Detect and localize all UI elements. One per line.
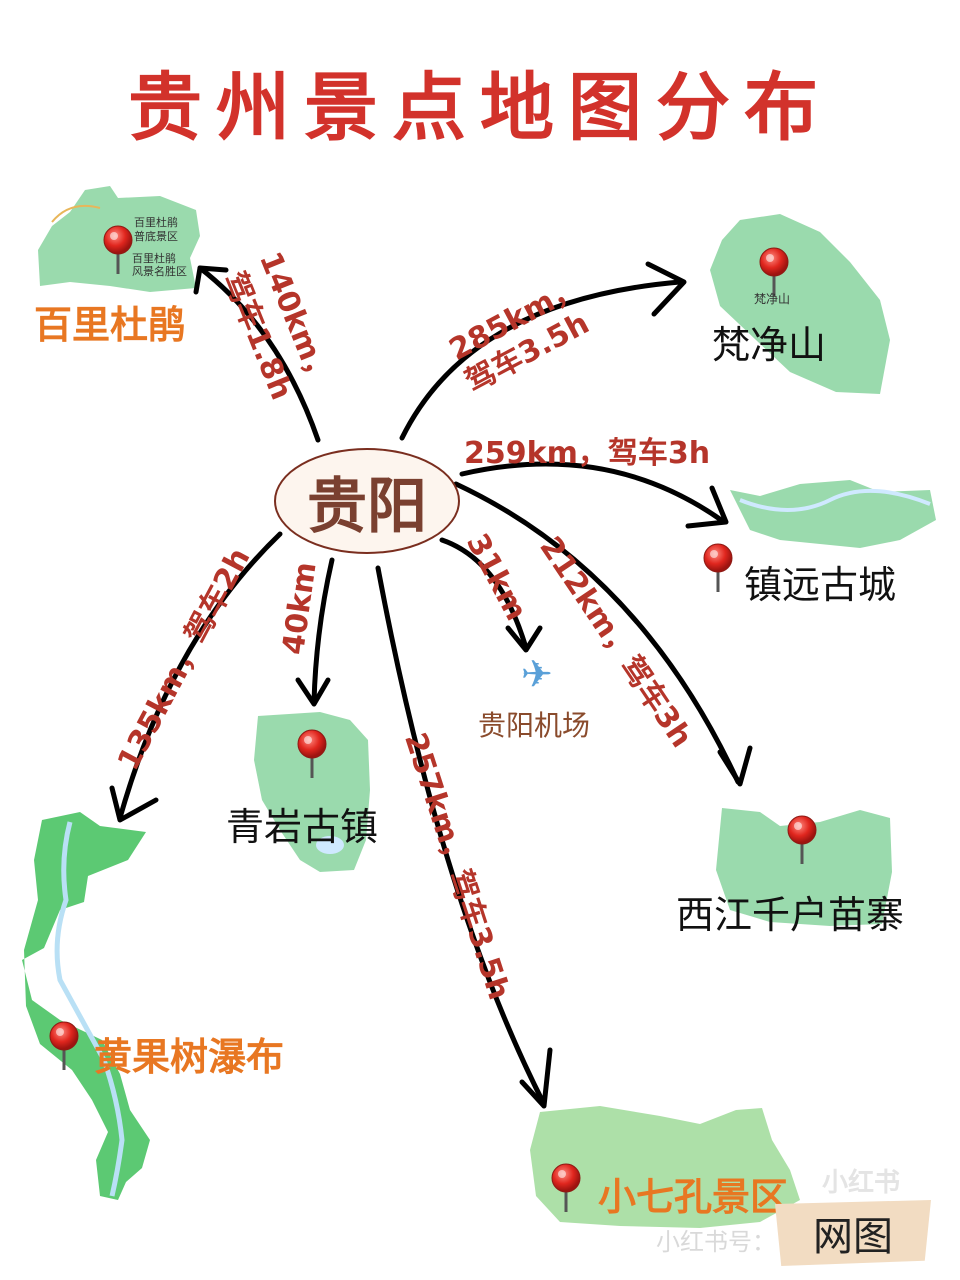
minimap-qingyan xyxy=(254,712,370,872)
minimap-label: 普底景区 xyxy=(134,230,178,243)
spot-label-huangguoshu[interactable]: 黄果树瀑布 xyxy=(94,1035,285,1079)
spot-label-airport[interactable]: 贵阳机场 xyxy=(478,709,591,742)
source-tag: 网图 xyxy=(775,1200,931,1266)
center-city-guiyang[interactable]: 贵阳 xyxy=(274,448,460,554)
spot-label-qingyan[interactable]: 青岩古镇 xyxy=(226,805,379,849)
minimap-xiaoqikong xyxy=(530,1106,800,1228)
page-title: 贵州景点地图分布 xyxy=(128,65,832,151)
spot-label-baili[interactable]: 百里杜鹃 xyxy=(34,303,187,347)
spot-label-fanjing[interactable]: 梵净山 xyxy=(712,323,827,367)
minimap-xijiang xyxy=(716,808,892,926)
watermark-id: 小红书号： xyxy=(656,1228,776,1256)
spot-label-xiaoqikong[interactable]: 小七孔景区 xyxy=(598,1175,789,1219)
spot-label-xijiang[interactable]: 西江千户苗寨 xyxy=(676,893,905,937)
minimap-huangguoshu xyxy=(22,812,150,1200)
minimap-label: 百里杜鹃 xyxy=(134,216,178,229)
airplane-icon: ✈ xyxy=(521,652,553,696)
spot-label-zhenyuan[interactable]: 镇远古城 xyxy=(744,563,897,607)
minimap-zhenyuan xyxy=(730,480,936,548)
route-arrows xyxy=(109,261,753,1109)
minimap-label: 梵净山 xyxy=(754,292,791,306)
minimap-fanjing xyxy=(710,214,890,394)
minimap-label: 百里杜鹃 xyxy=(132,252,176,265)
minimap-label: 风景名胜区 xyxy=(132,265,187,278)
watermark-logo: 小红书 xyxy=(822,1168,901,1198)
map-pin-icon[interactable] xyxy=(702,542,734,594)
route-label-zhenyuan: 259km，驾车3h xyxy=(464,436,711,471)
